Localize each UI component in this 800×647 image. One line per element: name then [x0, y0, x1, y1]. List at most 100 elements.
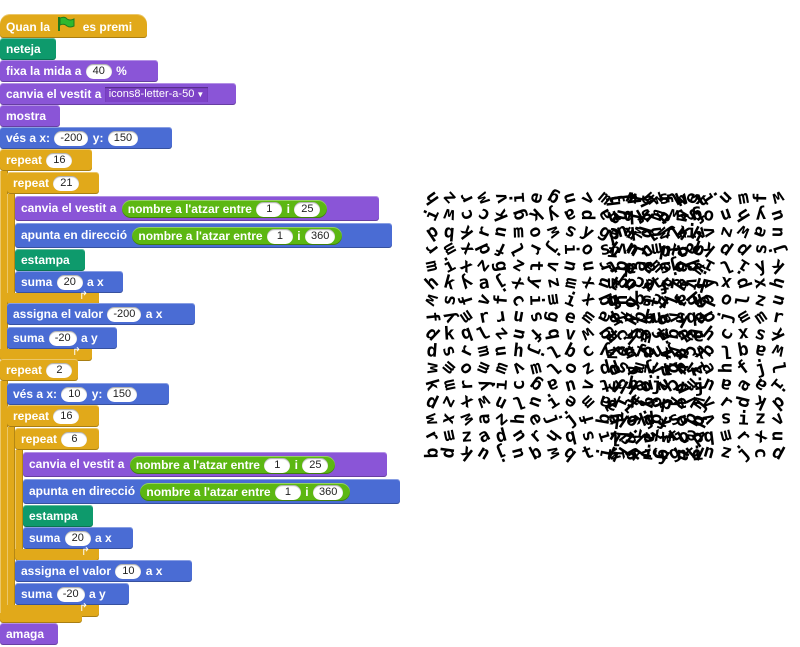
stamped-letter: u [650, 306, 664, 328]
stamped-letter: j [766, 241, 789, 258]
set-x-input[interactable]: 10 [115, 564, 142, 580]
repeat-block-inner-2[interactable]: repeat 6 [15, 428, 99, 450]
repeat-count-input[interactable]: 6 [61, 432, 88, 448]
repeat-block-outer-2[interactable]: repeat 16 [7, 405, 99, 427]
stamped-letter: q [594, 412, 617, 426]
random-to-input[interactable]: 25 [294, 202, 321, 218]
stamped-letter: a [719, 374, 734, 397]
change-label: suma [29, 531, 61, 545]
stamped-letter: b [623, 206, 635, 228]
random-to-input[interactable]: 25 [302, 458, 329, 474]
set-x-block-2[interactable]: assigna el valor 10 a x [15, 560, 192, 582]
change-x-block-1[interactable]: suma 20 a x [15, 271, 123, 293]
switch-costume-block[interactable]: canvia el vestit a icons8-letter-a-50▼ [0, 83, 236, 105]
change-x-input[interactable]: 20 [64, 531, 91, 547]
stamped-letter: h [508, 413, 530, 425]
random-reporter[interactable]: nombre a l'atzar entre 1 i 360 [140, 482, 351, 501]
when-flag-clicked-block[interactable]: Quan la es premi [0, 14, 147, 38]
stamped-letter: g [490, 259, 512, 273]
costume-dropdown[interactable]: icons8-letter-a-50▼ [104, 87, 209, 103]
stamped-letter: l [767, 361, 790, 375]
clear-block[interactable]: neteja [0, 38, 56, 60]
stamped-letter: q [634, 289, 645, 310]
goto-x-input[interactable]: 10 [61, 387, 88, 403]
goto-x-input[interactable]: -200 [54, 131, 89, 147]
point-direction-random-block-2[interactable]: apunta en direcció nombre a l'atzar entr… [23, 479, 400, 504]
repeat-block-2[interactable]: repeat 2 [0, 359, 78, 381]
random-reporter[interactable]: nombre a l'atzar entre 1 i 25 [121, 199, 328, 218]
goto-xy-block-2[interactable]: vés a x: 10 y: 150 [7, 383, 169, 405]
repeat-block-inner-1[interactable]: repeat 21 [7, 172, 99, 194]
stamped-letter: n [474, 441, 494, 465]
change-y-input[interactable]: -20 [48, 331, 77, 347]
stamped-letter: d [671, 245, 693, 259]
stamped-letter: z [460, 425, 472, 447]
stamped-letter: z [578, 356, 598, 380]
repeat-count-input[interactable]: 2 [46, 363, 73, 379]
set-x-input[interactable]: -200 [107, 307, 142, 323]
stamped-letter: z [686, 362, 709, 378]
change-y-input[interactable]: -20 [56, 587, 85, 603]
repeat-2-foot [0, 613, 82, 623]
stamped-letter: z [652, 377, 675, 393]
change-y-block-1[interactable]: suma -20 a y [7, 327, 117, 349]
stamped-letter: s [750, 242, 772, 255]
switch-costume-random-block-1[interactable]: canvia el vestit a nombre a l'atzar entr… [15, 196, 379, 221]
stamped-letter: y [698, 276, 720, 290]
repeat-block-outer-1[interactable]: repeat 16 [0, 149, 92, 171]
random-to-input[interactable]: 360 [312, 485, 344, 501]
stamped-letter: t [638, 293, 661, 309]
goto-label: vés a x: [13, 387, 58, 401]
random-label: nombre a l'atzar entre [135, 457, 260, 472]
point-direction-label: apunta en direcció [21, 228, 128, 242]
random-from-input[interactable]: 1 [274, 485, 301, 501]
goto-y-input[interactable]: 150 [106, 387, 138, 403]
set-size-block[interactable]: fixa la mida a 40 % [0, 60, 158, 82]
stamped-letter: g [652, 448, 674, 461]
repeat-count-input[interactable]: 21 [53, 176, 80, 192]
repeat-inner-1-foot: ↱ [7, 290, 99, 305]
change-x-block-2[interactable]: suma 20 a x [23, 527, 133, 549]
set-x-block-1[interactable]: assigna el valor -200 a x [7, 303, 195, 325]
stamped-letter: a [654, 260, 676, 273]
stamped-letter: s [657, 187, 672, 210]
stamped-letter: j [753, 356, 769, 379]
loop-arrow-icon: ↱ [81, 546, 91, 558]
show-label: mostra [6, 109, 47, 123]
stamped-letter: b [672, 346, 695, 361]
stamped-letter: s [720, 408, 731, 429]
random-and-label: i [305, 484, 309, 499]
stamped-letter: k [443, 323, 455, 345]
change-x-input[interactable]: 20 [56, 275, 83, 291]
repeat-count-input[interactable]: 16 [46, 153, 73, 169]
stamped-letter: c [508, 379, 530, 391]
random-label: nombre a l'atzar entre [127, 201, 252, 216]
random-from-input[interactable]: 1 [264, 458, 291, 474]
stamp-block-2[interactable]: estampa [23, 505, 93, 527]
size-input[interactable]: 40 [85, 64, 112, 80]
stamped-letter: z [542, 276, 565, 291]
random-from-input[interactable]: 1 [256, 202, 283, 218]
show-block[interactable]: mostra [0, 105, 60, 127]
repeat-count-input[interactable]: 16 [53, 409, 80, 425]
stamped-letter: k [441, 271, 457, 294]
random-from-input[interactable]: 1 [266, 229, 293, 245]
random-to-input[interactable]: 360 [304, 229, 336, 245]
goto-xy-block-1[interactable]: vés a x: -200 y: 150 [0, 127, 172, 149]
hide-block[interactable]: amaga [0, 623, 58, 645]
stamped-letter: m [736, 187, 750, 210]
stamped-letter: m [650, 238, 664, 260]
switch-costume-random-block-2[interactable]: canvia el vestit a nombre a l'atzar entr… [23, 452, 387, 477]
random-reporter[interactable]: nombre a l'atzar entre 1 i 25 [129, 455, 336, 474]
stamped-letter: n [507, 445, 530, 461]
stamp-block-1[interactable]: estampa [15, 249, 85, 271]
change-y-block-2[interactable]: suma -20 a y [15, 583, 129, 605]
green-flag-icon [57, 15, 75, 41]
point-direction-random-block-1[interactable]: apunta en direcció nombre a l'atzar entr… [15, 223, 392, 248]
goto-y-input[interactable]: 150 [107, 131, 139, 147]
stamped-letter: r [771, 306, 786, 329]
stamped-letter: w [442, 204, 457, 227]
random-reporter[interactable]: nombre a l'atzar entre 1 i 360 [132, 226, 343, 245]
stamped-letter: x [438, 412, 461, 427]
